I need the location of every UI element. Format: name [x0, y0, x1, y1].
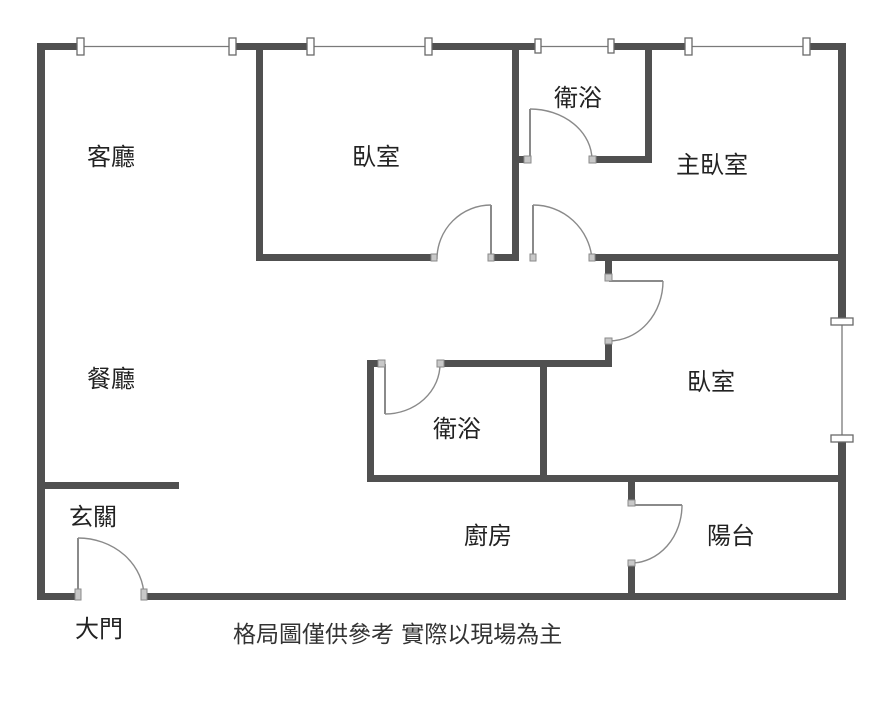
wall-balcony-jamb-bottom: [628, 562, 635, 600]
door-balcony: [627, 499, 683, 567]
window-north-3: [534, 38, 615, 54]
interior-walls: [37, 43, 846, 600]
wall-foyer-north: [37, 482, 179, 489]
bedroom-right-label: 臥室: [687, 368, 735, 396]
wall-bath2-west: [367, 360, 374, 482]
exterior-walls: [37, 43, 846, 600]
foyer-label: 玄關: [69, 503, 117, 531]
wall-south-stub: [37, 593, 75, 600]
bedroom-label: 臥室: [352, 143, 400, 171]
window-north-2: [306, 37, 433, 56]
wall-balcony-jamb-top: [628, 475, 635, 503]
wall-bedroom-south-stub: [491, 254, 519, 261]
wall-master-west: [512, 43, 519, 261]
disclaimer-note: 格局圖僅供參考 實際以現場為主: [233, 622, 563, 648]
main-door-label: 大門: [75, 615, 123, 643]
door-bathroom: [377, 359, 445, 415]
wall-bath2-north: [440, 360, 612, 367]
window-north-1: [76, 37, 237, 56]
balcony-label: 陽台: [707, 522, 755, 550]
wall-master-south: [592, 254, 846, 261]
wall-bath-south-stub: [512, 156, 526, 163]
bathroom-label: 衛浴: [433, 415, 481, 443]
wall-bedroom2-jamb-top: [605, 254, 612, 274]
wall-bedroom2-jamb-bottom: [605, 338, 612, 367]
wall-bedroom-west: [256, 43, 263, 261]
master-bedroom-label: 主臥室: [676, 151, 748, 179]
door-main-entrance: [74, 537, 148, 601]
living-room-label: 客廳: [87, 143, 135, 171]
door-master-bedroom: [529, 204, 596, 262]
wall-north: [37, 43, 846, 50]
wall-bedroom-south: [256, 254, 434, 261]
wall-south: [144, 593, 846, 600]
wall-kitchen-north: [367, 475, 846, 482]
dining-room-label: 餐廳: [87, 365, 135, 393]
door-bedroom: [430, 204, 495, 262]
door-bedroom-right: [604, 273, 664, 345]
wall-west: [37, 43, 45, 600]
window-east: [830, 317, 854, 443]
wall-bath-east: [645, 43, 652, 163]
master-bath-label: 衛浴: [554, 84, 602, 112]
wall-bath2-east: [540, 360, 547, 482]
kitchen-label: 廚房: [464, 522, 512, 550]
window-north-4: [684, 37, 811, 56]
door-master-bath: [523, 108, 597, 164]
wall-bath-south: [592, 156, 652, 163]
